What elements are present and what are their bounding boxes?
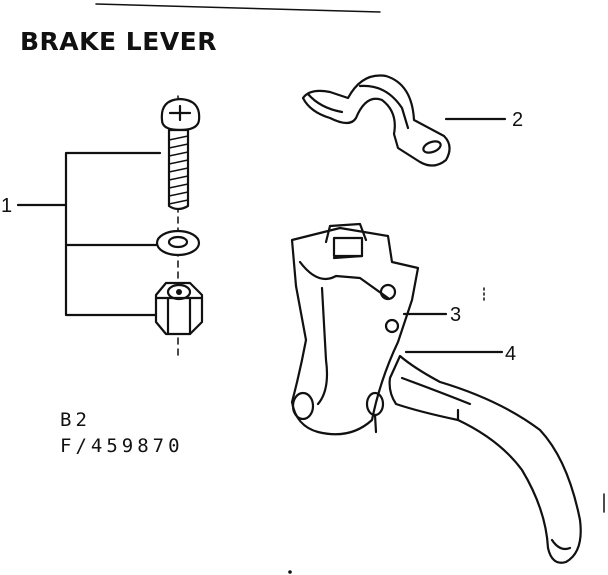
diagram-title: BRAKE LEVER	[20, 27, 217, 56]
screw-slot	[168, 104, 192, 122]
handlebar-clamp	[301, 74, 507, 167]
callout-1-label: 1	[1, 195, 12, 217]
callout-2-label: 2	[512, 109, 523, 131]
callout-3-label: 3	[450, 304, 461, 326]
pivot-hole	[291, 391, 315, 421]
lever-pin-stem	[373, 413, 378, 434]
screw-washer-nut-group	[16, 95, 204, 359]
clamp-body	[301, 74, 451, 167]
scan-mark-bottom	[288, 570, 292, 574]
callout-4-label: 4	[505, 343, 516, 365]
code-line-2: F/459870	[60, 435, 184, 457]
screw-threads	[168, 135, 189, 205]
bracket-hole-lower	[384, 318, 400, 334]
clamp-slot	[422, 140, 442, 154]
lever-arm	[388, 354, 582, 564]
brake-lever-assembly	[290, 222, 582, 564]
header-rule	[95, 3, 381, 13]
clamp-strap-edge	[306, 84, 410, 130]
bracket-window	[332, 236, 364, 258]
bracket-hole-upper	[379, 283, 397, 301]
callout-1-bracket	[16, 151, 162, 317]
bracket-fold	[298, 260, 390, 406]
lever-edge	[400, 376, 572, 551]
nut-bore	[166, 283, 192, 301]
nut-thread-mark	[176, 289, 182, 295]
washer-hole	[167, 235, 189, 249]
lock-washer	[155, 229, 201, 257]
code-line-1: B2	[60, 409, 91, 431]
